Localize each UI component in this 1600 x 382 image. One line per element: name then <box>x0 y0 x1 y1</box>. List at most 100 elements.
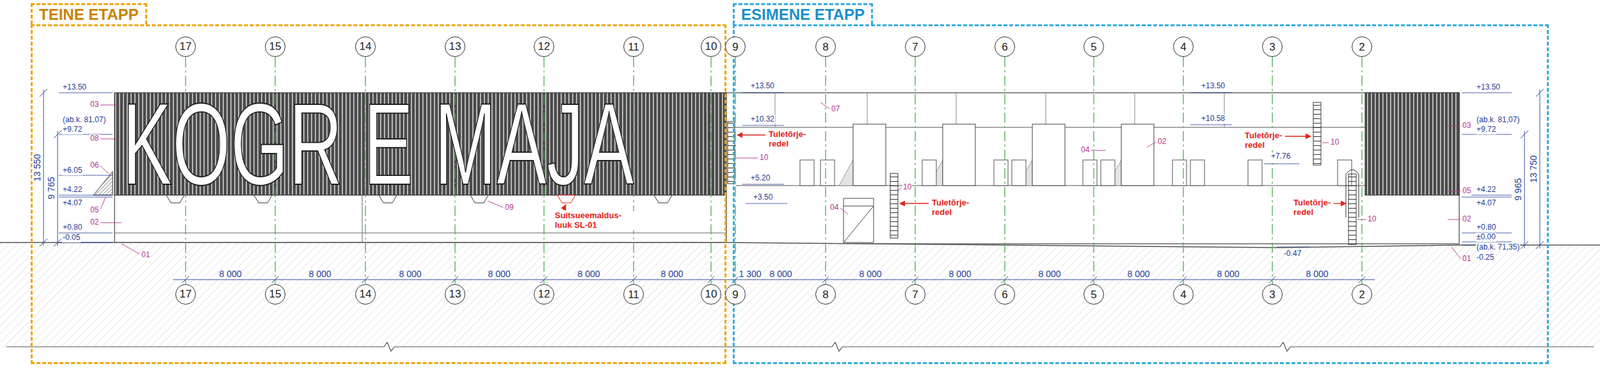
building-esimene <box>1045 92 1047 128</box>
callout-number: 06 <box>89 161 100 171</box>
elevation-mark: +3.50 <box>752 193 774 203</box>
building-esimene <box>726 92 1460 244</box>
dimension-value: 8 000 <box>769 268 793 280</box>
level-line <box>742 92 1309 248</box>
grid-number: 8 <box>822 289 829 301</box>
door <box>800 160 815 186</box>
callout-number: 03 <box>1461 121 1472 131</box>
building-esimene <box>1134 92 1136 128</box>
note-leader <box>563 204 566 210</box>
grid-number: 13 <box>449 40 462 52</box>
door <box>1248 160 1263 186</box>
entrance-stair <box>843 198 874 243</box>
grid-number: 11 <box>627 41 640 53</box>
grid-number: 6 <box>1001 41 1008 53</box>
smoke-vent <box>654 195 672 203</box>
elevation-mark: +13.50 <box>62 83 88 93</box>
grid-number: 3 <box>1269 289 1275 301</box>
callout-number: 10 <box>1329 138 1340 148</box>
dimension-value: 8 000 <box>487 268 512 280</box>
dimension-line <box>1520 88 1544 249</box>
note-leader <box>1333 202 1346 204</box>
grid-number: 2 <box>1358 41 1365 53</box>
grid-bubble: 14 <box>355 36 377 58</box>
dimension-value: 8 000 <box>1216 268 1241 280</box>
grid-number: 11 <box>627 289 640 301</box>
dimension-value: 13 550 <box>32 153 43 183</box>
building-teine <box>93 171 113 196</box>
grid-line <box>914 56 916 285</box>
callout-number: 09 <box>504 203 514 213</box>
elevation-mark: +5.20 <box>750 174 771 184</box>
grid-number: 15 <box>269 40 282 52</box>
grid-number: 8 <box>822 41 829 53</box>
grid-bubble: 10 <box>700 284 722 306</box>
annotation-note: Suitsueemaldus- luuk SL-01 <box>554 211 636 231</box>
grid-bubble: 5 <box>1083 284 1104 305</box>
grid-number: 14 <box>359 40 372 52</box>
grid-bubble: 8 <box>815 36 836 57</box>
fire-ladder <box>890 173 898 239</box>
dimension-line <box>39 88 62 247</box>
building-esimene <box>1365 92 1460 196</box>
grid-bubble: 12 <box>533 284 555 306</box>
dimension-value: 8 000 <box>577 268 601 280</box>
elevation-mark: (ab.k. 81,07) <box>62 115 107 125</box>
grid-bubble: 3 <box>1262 284 1283 305</box>
facade-lettering: KOGR E MAJA <box>122 86 635 203</box>
grid-number: 10 <box>705 288 718 300</box>
building-esimene <box>867 92 868 128</box>
grid-bubble: 17 <box>175 36 197 58</box>
dimension-value: 8 000 <box>660 268 685 280</box>
grid-number: 7 <box>912 289 918 301</box>
grid-bubble: 15 <box>264 36 287 58</box>
grid-number: 9 <box>732 289 738 301</box>
note-leader <box>899 202 929 204</box>
callout-number: 04 <box>829 203 840 213</box>
grid-number: 6 <box>1001 289 1008 301</box>
ground <box>0 242 1600 347</box>
ground <box>0 242 1600 347</box>
elevation-mark: +0.80 <box>1475 223 1497 233</box>
entrance-stair <box>843 198 874 207</box>
fire-ladder <box>1345 169 1359 218</box>
elevation-mark: +10.58 <box>1200 114 1226 124</box>
grid-bubble: 4 <box>1173 36 1194 57</box>
grid-line <box>1093 56 1094 285</box>
grid-number: 7 <box>912 41 918 53</box>
grid-bubble: 7 <box>904 284 926 305</box>
dimension-value: 8 000 <box>308 268 333 280</box>
callout-number: 10 <box>1367 215 1377 224</box>
callout-number: 01 <box>140 250 151 260</box>
annotation-note: Tuletõrje- redel <box>1292 198 1332 218</box>
grid-bubble: 17 <box>175 284 197 306</box>
door <box>993 160 1008 186</box>
ground <box>6 342 1594 352</box>
grid-bubble: 9 <box>725 284 746 305</box>
elevation-mark: +0.80 <box>62 223 83 233</box>
dimension-value: 9 965 <box>1512 177 1524 202</box>
elevation-mark: +9.72 <box>1475 125 1497 135</box>
elevation-mark: (ab.k. 71,35) <box>1475 243 1520 253</box>
building-esimene <box>956 92 957 128</box>
elevation-mark: +4.22 <box>62 185 83 195</box>
elevation-mark: -0.25 <box>1475 253 1495 263</box>
grid-number: 13 <box>449 288 462 300</box>
dimension-value: 9 765 <box>46 176 57 201</box>
entrance-stair <box>843 206 874 243</box>
dimension-value: 8 000 <box>1305 268 1330 280</box>
door <box>1190 160 1205 186</box>
callout-number: 10 <box>902 183 912 192</box>
roof-unit <box>853 124 886 186</box>
dimension-value: 13 750 <box>1528 154 1539 184</box>
callout-number: 02 <box>1157 137 1167 147</box>
elevation-mark: (ab.k. 81,07) <box>1475 115 1520 125</box>
grid-line <box>1271 56 1273 285</box>
grid-number: 3 <box>1269 41 1275 53</box>
dimension-value: 8 000 <box>858 268 883 280</box>
grid-line <box>1182 56 1184 285</box>
door <box>922 160 937 186</box>
grid-bubble: 8 <box>815 284 836 305</box>
building-esimene <box>726 92 1460 244</box>
